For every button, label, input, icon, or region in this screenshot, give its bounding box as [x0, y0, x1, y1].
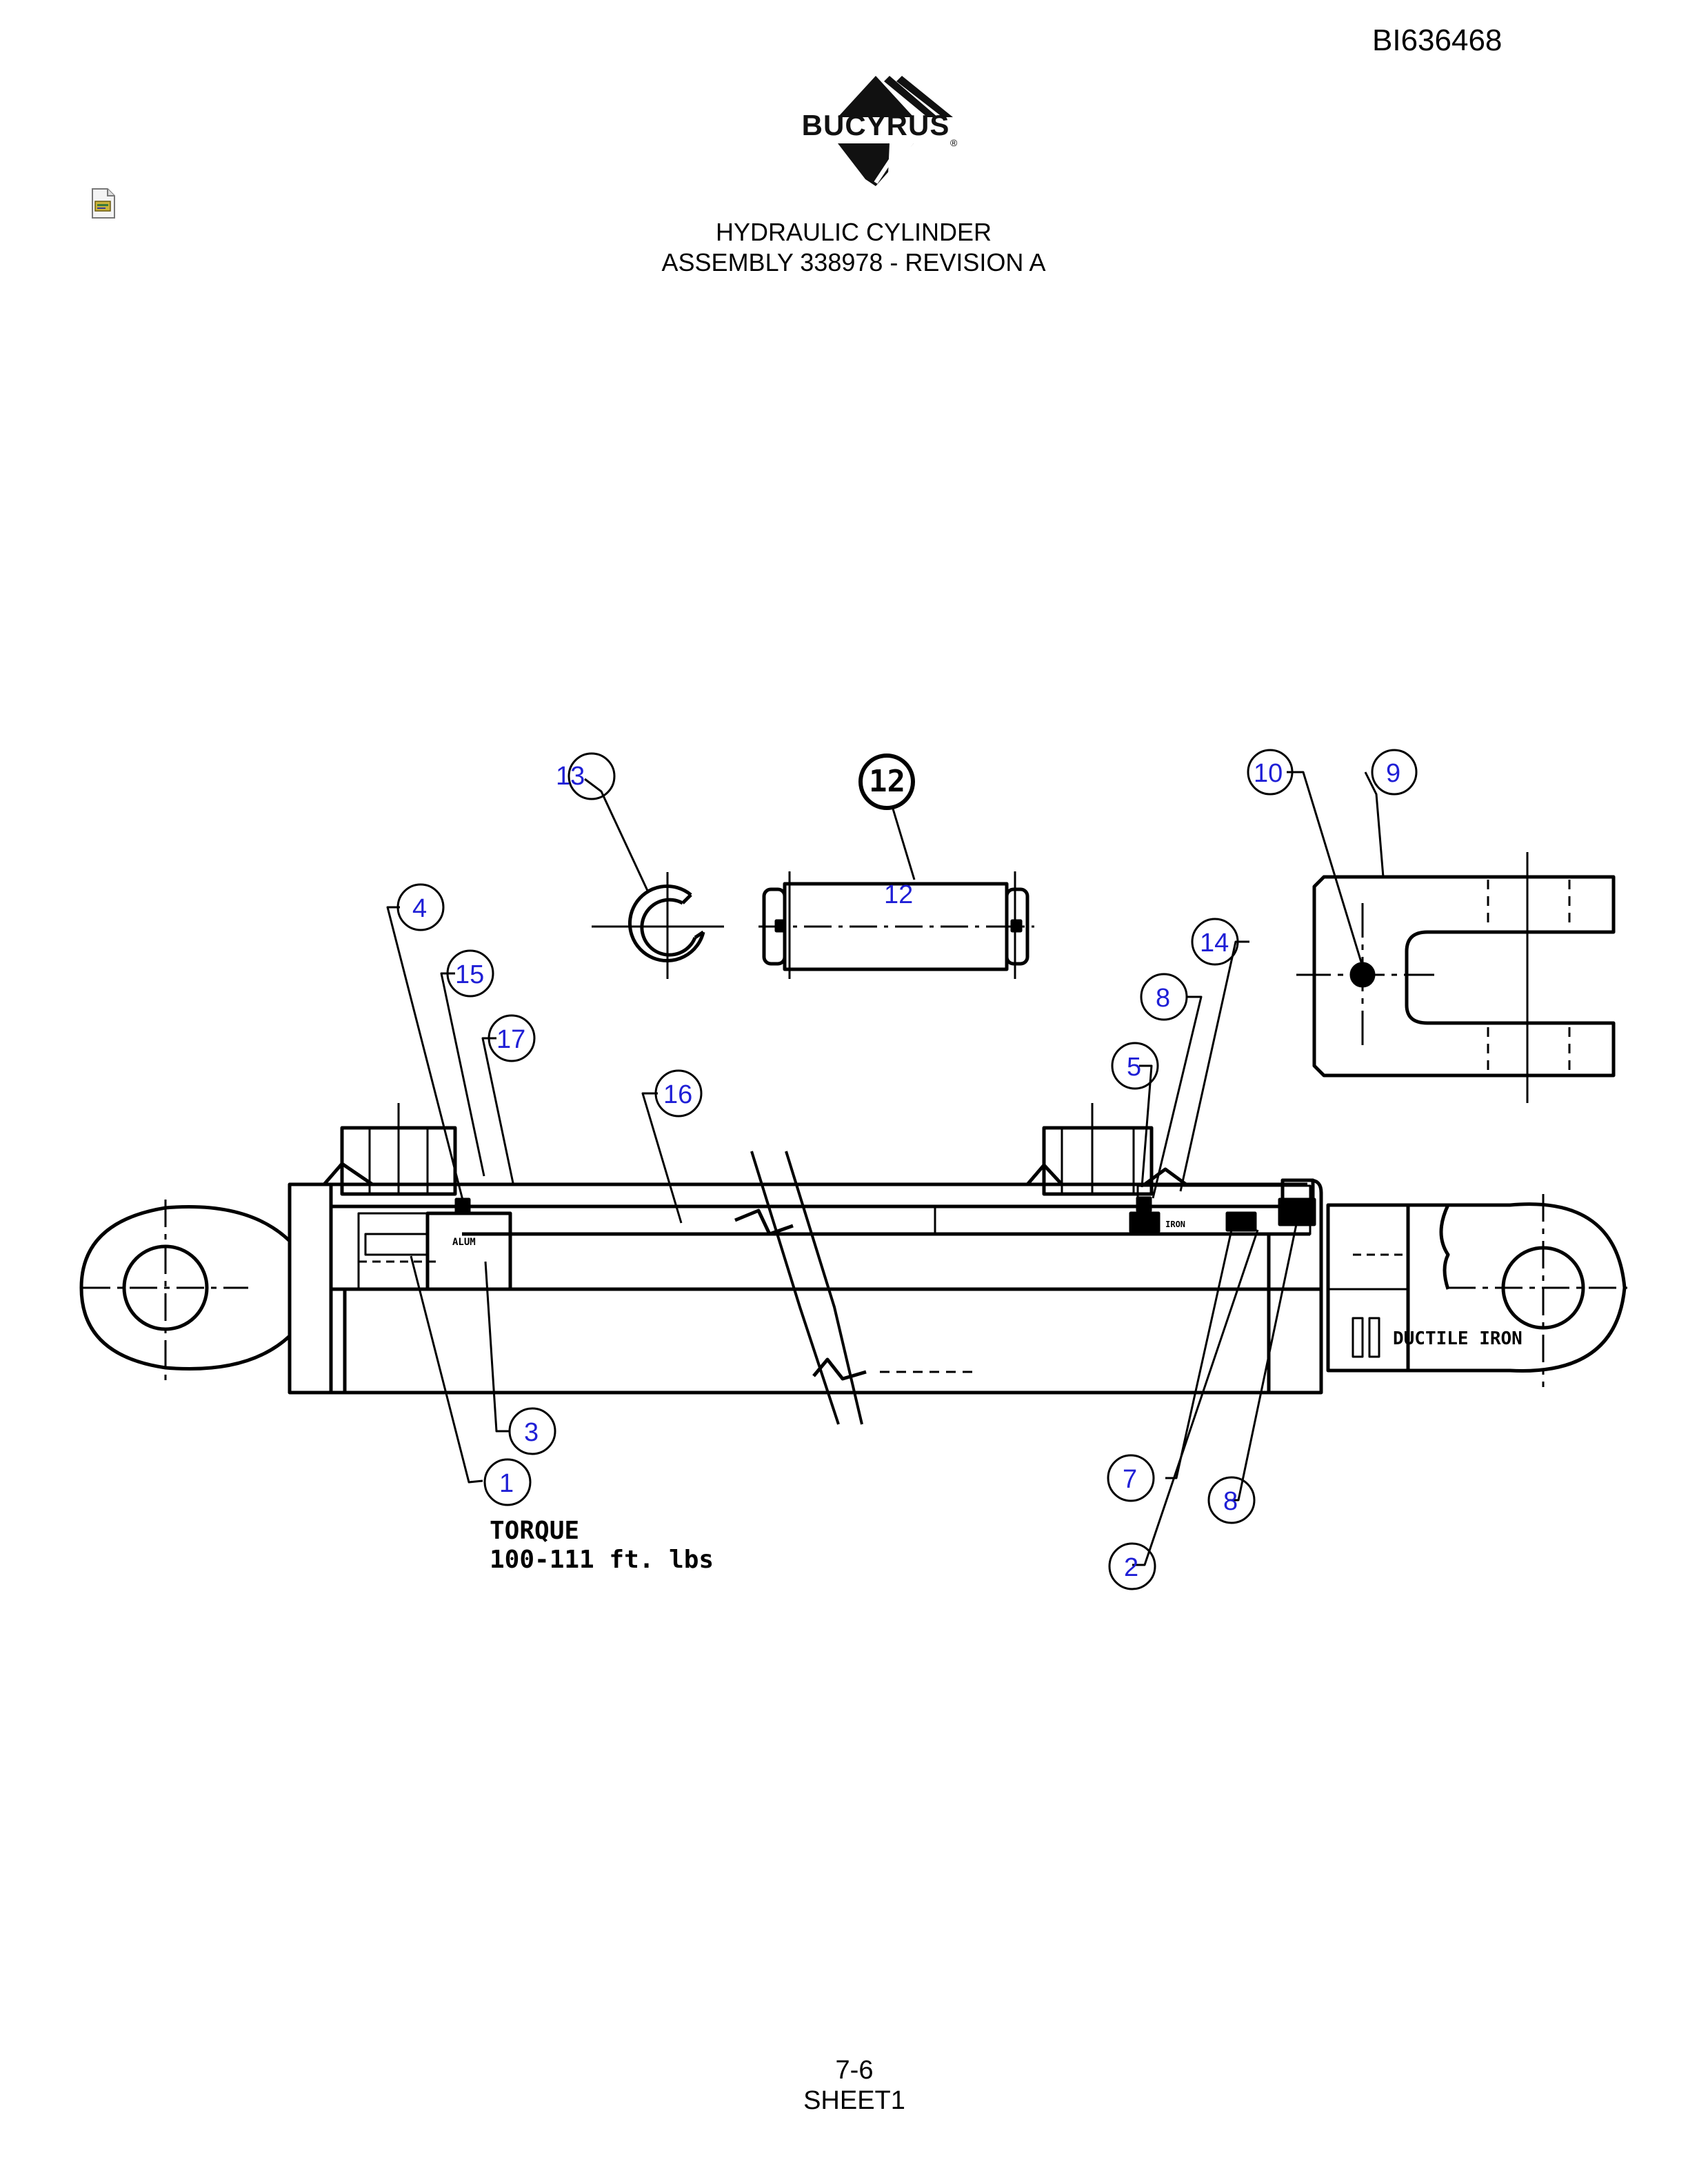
document-id: BI636468	[1372, 23, 1503, 57]
drawing-title-line2: ASSEMBLY 338978 - REVISION A	[661, 248, 1046, 276]
bucyrus-logo: ®	[838, 76, 958, 186]
callout-13: 13	[556, 762, 585, 791]
callout-16: 16	[663, 1080, 692, 1109]
callout-12-top: 12	[869, 764, 905, 799]
callout-7: 7	[1123, 1465, 1137, 1494]
callout-1: 1	[499, 1469, 514, 1498]
brand-name: BUCYRUS	[801, 109, 950, 141]
callout-5: 5	[1127, 1053, 1141, 1082]
material-label: DUCTILE IRON	[1393, 1328, 1523, 1349]
callout-9: 9	[1386, 759, 1400, 788]
sheet-label: SHEET1	[803, 2086, 905, 2115]
callout-2: 2	[1124, 1553, 1138, 1582]
callout-3: 3	[524, 1418, 539, 1447]
callout-17: 17	[496, 1025, 525, 1054]
gland-label: DUCT IRON	[1141, 1220, 1185, 1229]
drawing-title-line1: HYDRAULIC CYLINDER	[715, 218, 992, 246]
svg-text:®: ®	[950, 137, 958, 148]
callout-14: 14	[1200, 929, 1229, 958]
callout-8-top: 8	[1156, 984, 1170, 1013]
file-icon[interactable]	[90, 188, 117, 219]
callout-8-bottom: 8	[1223, 1487, 1238, 1516]
callout-12-inner: 12	[884, 880, 913, 909]
cylinder-assembly	[79, 1103, 1627, 1425]
callout-4: 4	[412, 894, 427, 923]
callout-15: 15	[455, 960, 484, 989]
clevis-part-9	[1296, 852, 1616, 1103]
leader-lines	[386, 771, 1385, 1566]
callout-circles	[396, 749, 1418, 1590]
torque-value: 100-111 ft. lbs	[490, 1546, 714, 1574]
torque-label: TORQUE	[490, 1517, 579, 1545]
pin-part-12	[758, 871, 1034, 979]
piston-label: ALUM	[452, 1237, 476, 1248]
snap-ring-part-13	[592, 872, 724, 979]
page-number: 7-6	[835, 2056, 874, 2085]
callout-10: 10	[1254, 759, 1283, 788]
